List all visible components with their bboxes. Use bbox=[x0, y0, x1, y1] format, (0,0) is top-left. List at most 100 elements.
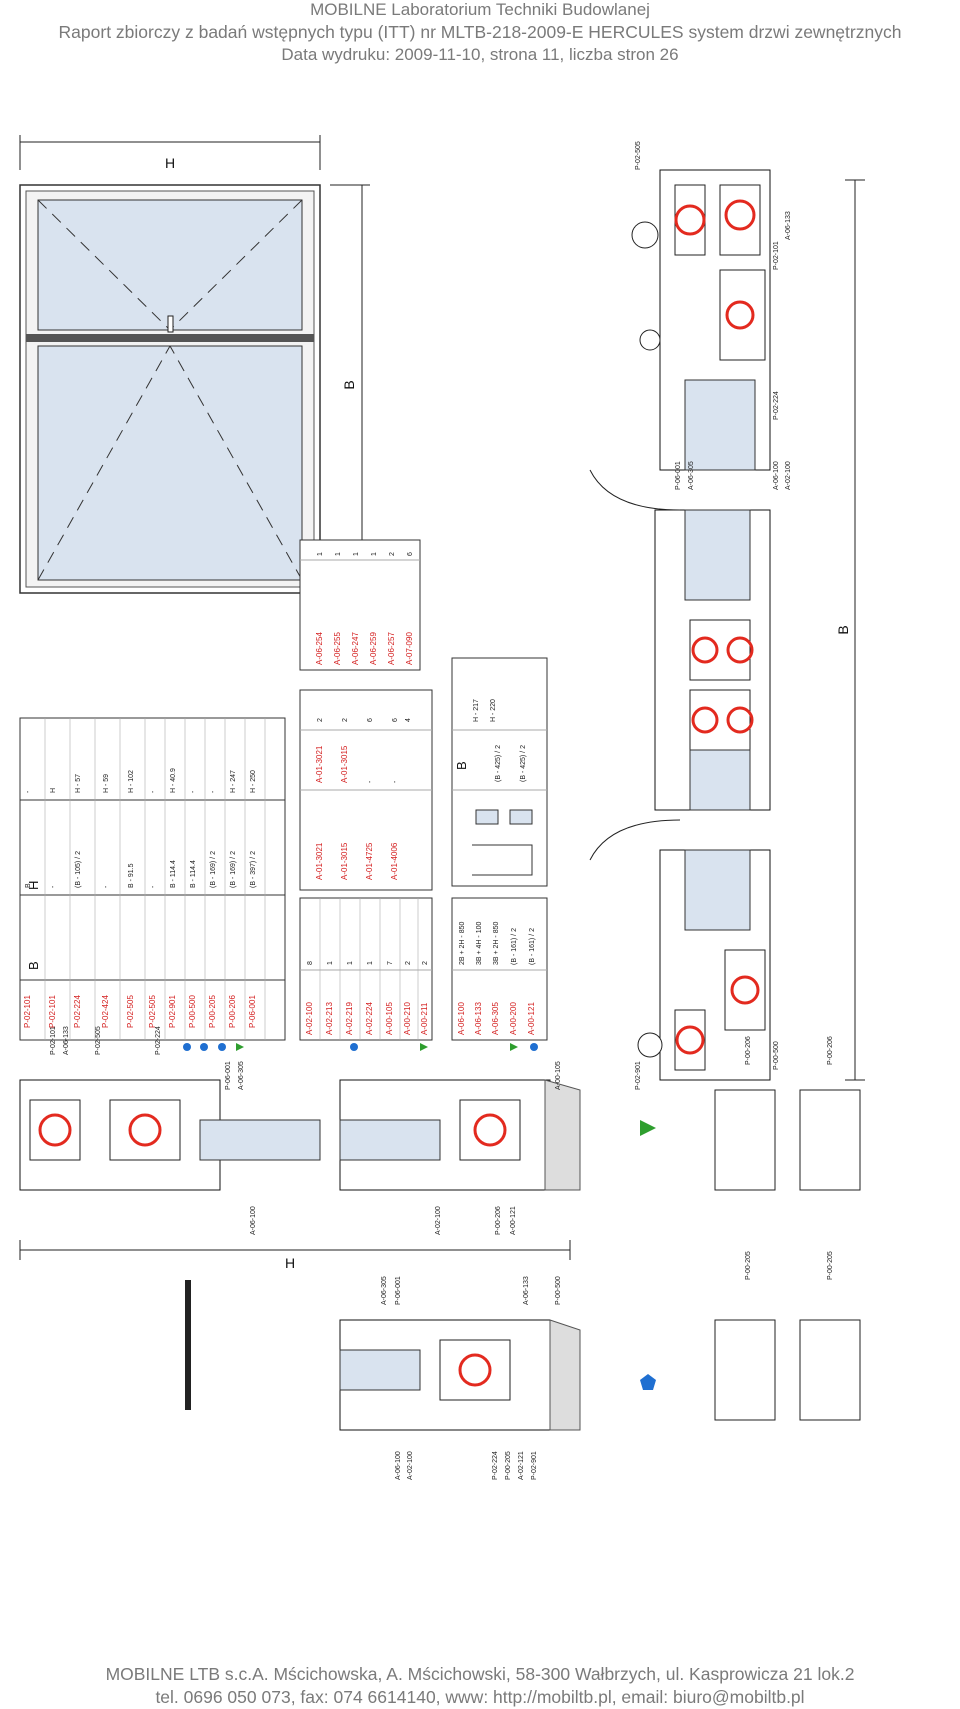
footer-address: MOBILNE LTB s.c.A. Mścichowska, A. Mścic… bbox=[105, 1664, 855, 1684]
callout: P-00-206 bbox=[827, 1036, 834, 1065]
callout: P-02-505 bbox=[95, 1026, 102, 1055]
profile-code: P-02-505 bbox=[148, 995, 157, 1028]
accessory-qty: 1 bbox=[347, 961, 354, 965]
hardware-b: A-01-3015 bbox=[340, 745, 349, 783]
blue-marker-icon bbox=[200, 1043, 208, 1051]
scale-bar bbox=[185, 1280, 191, 1410]
callout: A-00-105 bbox=[555, 1061, 562, 1090]
glazing-b: (B - 425) / 2 bbox=[495, 745, 502, 782]
profile-code: P-02-224 bbox=[73, 995, 82, 1028]
callout: A-02-100 bbox=[435, 1206, 442, 1235]
accessory-qty: 2 bbox=[422, 961, 429, 965]
vertical-section: B P-02-505 P-02-101 A-06-133 bbox=[589, 141, 865, 1090]
profile-h: H - 57 bbox=[75, 774, 82, 793]
hardware-a: A-01-3015 bbox=[340, 842, 349, 880]
accessory-qty: 7 bbox=[387, 961, 394, 965]
gasket-len: 2B + 2H - 850 bbox=[459, 922, 466, 965]
green-marker-icon bbox=[640, 1120, 656, 1136]
callout: P-00-206 bbox=[745, 1036, 752, 1065]
callout: P-00-500 bbox=[555, 1276, 562, 1305]
green-marker-icon bbox=[236, 1043, 244, 1051]
accessory-qty: 8 bbox=[307, 961, 314, 965]
callout: P-02-224 bbox=[492, 1451, 499, 1480]
blue-marker-icon bbox=[350, 1043, 358, 1051]
profile-b: - bbox=[103, 885, 110, 888]
profile-b: (B - 169) / 2 bbox=[230, 851, 237, 888]
callout: P-00-205 bbox=[505, 1451, 512, 1480]
accessory-code: A-02-224 bbox=[365, 1002, 374, 1035]
glazing-h: H - 220 bbox=[490, 699, 497, 722]
profile-h: - bbox=[190, 790, 197, 793]
seal-qty: 2 bbox=[389, 552, 396, 556]
accessory-code: A-02-100 bbox=[305, 1002, 314, 1035]
handle-icon bbox=[167, 315, 174, 333]
profile-h: - bbox=[150, 790, 157, 793]
callout: P-00-206 bbox=[495, 1206, 502, 1235]
glazing-pane-icon bbox=[509, 809, 533, 825]
profile-h: H bbox=[50, 788, 57, 793]
seal-code: A-07-090 bbox=[405, 632, 414, 665]
profile-code: P-02-901 bbox=[168, 995, 177, 1028]
accessory-qty: 1 bbox=[367, 961, 374, 965]
callout: P-06-001 bbox=[395, 1276, 402, 1305]
profile-b: (B - 397) / 2 bbox=[250, 851, 257, 888]
accessory-code: A-02-213 bbox=[325, 1002, 334, 1035]
profile-b: B - 114.4 bbox=[170, 860, 177, 888]
upper-glass-pane bbox=[37, 199, 303, 331]
profile-h: H - 102 bbox=[128, 770, 135, 793]
glazing-col-b: B bbox=[454, 761, 469, 770]
callout: A-06-133 bbox=[523, 1276, 530, 1305]
seal-code: A-06-259 bbox=[369, 632, 378, 665]
glazing-table: B (B - 425) / 2 (B - 425) / 2 H - 217 H … bbox=[451, 657, 548, 887]
callout: A-06-305 bbox=[688, 461, 695, 490]
gasket-code: A-06-305 bbox=[491, 1002, 500, 1035]
accessory-code: A-00-210 bbox=[403, 1002, 412, 1035]
callout: P-00-500 bbox=[773, 1041, 780, 1070]
profile-code: P-02-505 bbox=[126, 995, 135, 1028]
callout: P-02-101 bbox=[773, 241, 780, 270]
profile-h: H - 59 bbox=[103, 774, 110, 793]
seal-qty: 1 bbox=[371, 552, 378, 556]
seal-code: A-06-254 bbox=[315, 632, 324, 665]
report-header-title: MOBILNE Laboratorium Techniki Budowlanej bbox=[310, 0, 650, 19]
profile-h: H - 247 bbox=[230, 770, 237, 793]
callout: A-06-100 bbox=[773, 461, 780, 490]
blue-marker-icon bbox=[183, 1043, 191, 1051]
hardware-qty: 6 bbox=[392, 718, 399, 722]
profile-b: (B - 105) / 2 bbox=[75, 851, 82, 888]
footer-contact: tel. 0696 050 073, fax: 074 6614140, www… bbox=[155, 1687, 805, 1707]
hardware-b: A-01-3021 bbox=[315, 745, 324, 783]
profile-code: P-06-001 bbox=[248, 995, 257, 1028]
report-header-date: Data wydruku: 2009-11-10, strona 11, lic… bbox=[281, 45, 679, 64]
blue-marker-icon bbox=[530, 1043, 538, 1051]
callout: P-02-224 bbox=[155, 1026, 162, 1055]
gasket-code: A-06-100 bbox=[457, 1002, 466, 1035]
glazing-h: H - 217 bbox=[473, 699, 480, 722]
seal-code: A-06-247 bbox=[351, 632, 360, 665]
callout: A-00-121 bbox=[510, 1206, 517, 1235]
callout: P-02-224 bbox=[773, 391, 780, 420]
callout: A-02-100 bbox=[407, 1451, 414, 1480]
accessory-code: A-00-211 bbox=[420, 1002, 429, 1035]
seal-qty: 1 bbox=[335, 552, 342, 556]
callout: A-02-100 bbox=[785, 461, 792, 490]
profiles-col-b: B bbox=[26, 961, 41, 970]
callout: P-02-505 bbox=[635, 141, 642, 170]
glazing-bead-icon bbox=[472, 844, 533, 876]
glazing-b: (B - 425) / 2 bbox=[520, 745, 527, 782]
callout: A-06-305 bbox=[238, 1061, 245, 1090]
profile-h: - bbox=[210, 790, 217, 793]
hardware-a: A-01-4006 bbox=[390, 842, 399, 880]
bottom-section: A-06-305 P-06-001 A-06-133 P-00-500 A-06… bbox=[185, 1276, 581, 1480]
profile-code: P-00-205 bbox=[208, 995, 217, 1028]
callout: A-06-305 bbox=[381, 1276, 388, 1305]
callout: P-02-901 bbox=[531, 1451, 538, 1480]
accessory-code: A-00-105 bbox=[385, 1002, 394, 1035]
gasket-code: A-06-133 bbox=[474, 1002, 483, 1035]
callout: P-02-101 bbox=[50, 1026, 57, 1055]
sill-details: P-00-205 P-00-205 P-00-206 P-00-206 bbox=[640, 1036, 861, 1421]
profile-b: - bbox=[50, 885, 57, 888]
hardware-qty: 2 bbox=[317, 718, 324, 722]
dim-h-label: H bbox=[165, 155, 175, 171]
callout: A-06-133 bbox=[63, 1026, 70, 1055]
